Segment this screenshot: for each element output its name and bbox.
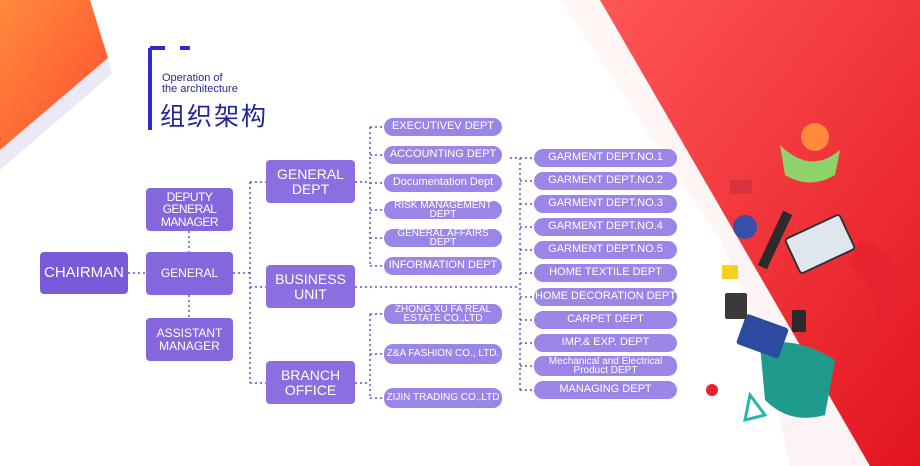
book-icon <box>730 180 752 194</box>
node-general-affairs-dept[interactable]: GENERAL AFFAIRS DEPT <box>384 229 502 248</box>
node-chairman[interactable]: CHAIRMAN <box>40 252 128 294</box>
node-information-dept[interactable]: INFORMATION DEPT <box>384 257 502 275</box>
node-carpet-dept[interactable]: CARPET DEPT <box>534 311 677 329</box>
triangle-ruler-icon <box>743 391 768 423</box>
plant-icon <box>733 215 757 239</box>
office-illustration <box>706 123 906 423</box>
node-accounting-dept[interactable]: ACCOUNTING DEPT <box>384 146 502 164</box>
node-garment-dept-1[interactable]: GARMENT DEPT.NO.1 <box>534 149 677 167</box>
node-assistant-manager[interactable]: ASSISTANT MANAGER <box>146 318 233 361</box>
title-bracket <box>148 46 165 130</box>
node-garment-dept-3[interactable]: GARMENT DEPT.NO.3 <box>534 195 677 213</box>
node-general[interactable]: GENERAL <box>146 252 233 295</box>
phone-icon <box>792 310 806 332</box>
top-left-corner-shape <box>0 0 108 150</box>
laptop-bottom-icon <box>736 314 789 359</box>
pen-cup-icon <box>706 384 718 396</box>
title-english: Operation of the architecture <box>162 73 238 95</box>
node-risk-management-dept[interactable]: RISK MANAGEMENT DEPT <box>384 201 502 220</box>
title-chinese: 组织架构 <box>160 102 269 131</box>
line-generaldept-children <box>355 126 384 267</box>
node-garment-dept-4[interactable]: GARMENT DEPT.NO.4 <box>534 218 677 236</box>
node-business-unit[interactable]: BUSINESS UNIT <box>266 265 355 308</box>
person-top-body-icon <box>780 145 840 183</box>
node-general-dept[interactable]: GENERAL DEPT <box>266 160 355 203</box>
node-garment-dept-2[interactable]: GARMENT DEPT.NO.2 <box>534 172 677 190</box>
node-zhong-xu-fa[interactable]: ZHONG XU FA REAL ESTATE CO.,LTD <box>384 304 502 324</box>
node-zijin-trading[interactable]: ZIJIN TRADING CO.,LTD <box>384 388 502 408</box>
sticky-note-icon <box>722 265 738 279</box>
node-mechanical-electrical-dept[interactable]: Mechanical and Electrical Product DEPT <box>534 356 677 376</box>
node-garment-dept-5[interactable]: GARMENT DEPT.NO.5 <box>534 241 677 259</box>
node-za-fashion[interactable]: Z&A FASHION CO., LTD. <box>384 344 502 364</box>
laptop-icon <box>784 214 856 274</box>
line-business-children <box>355 157 534 391</box>
tablet-icon <box>725 293 747 319</box>
line-general-trunk <box>233 181 266 384</box>
person-right-body-icon <box>850 240 906 320</box>
node-imp-exp-dept[interactable]: IMP.& EXP. DEPT <box>534 334 677 352</box>
node-branch-office[interactable]: BRANCH OFFICE <box>266 361 355 404</box>
node-home-textile-dept[interactable]: HOME TEXTILE DEPT <box>534 264 677 282</box>
person-bottom-body-icon <box>760 342 835 418</box>
node-executive-dept[interactable]: EXECUTIVEV DEPT <box>384 118 502 136</box>
node-deputy-general-manager[interactable]: DEPUTY GENERAL MANAGER <box>146 188 233 231</box>
node-home-decoration-dept[interactable]: HOME DECORATION DEPT <box>534 288 677 306</box>
title-english-line1: Operation of <box>162 72 223 84</box>
top-left-corner-shadow <box>0 58 112 170</box>
node-documentation-dept[interactable]: Documentation Dept <box>384 174 502 192</box>
line-branch-children <box>355 313 384 399</box>
person-top-head-icon <box>801 123 829 151</box>
title-english-line2: the architecture <box>162 83 238 95</box>
node-managing-dept[interactable]: MANAGING DEPT <box>534 381 677 399</box>
monitor-icon <box>757 210 793 270</box>
